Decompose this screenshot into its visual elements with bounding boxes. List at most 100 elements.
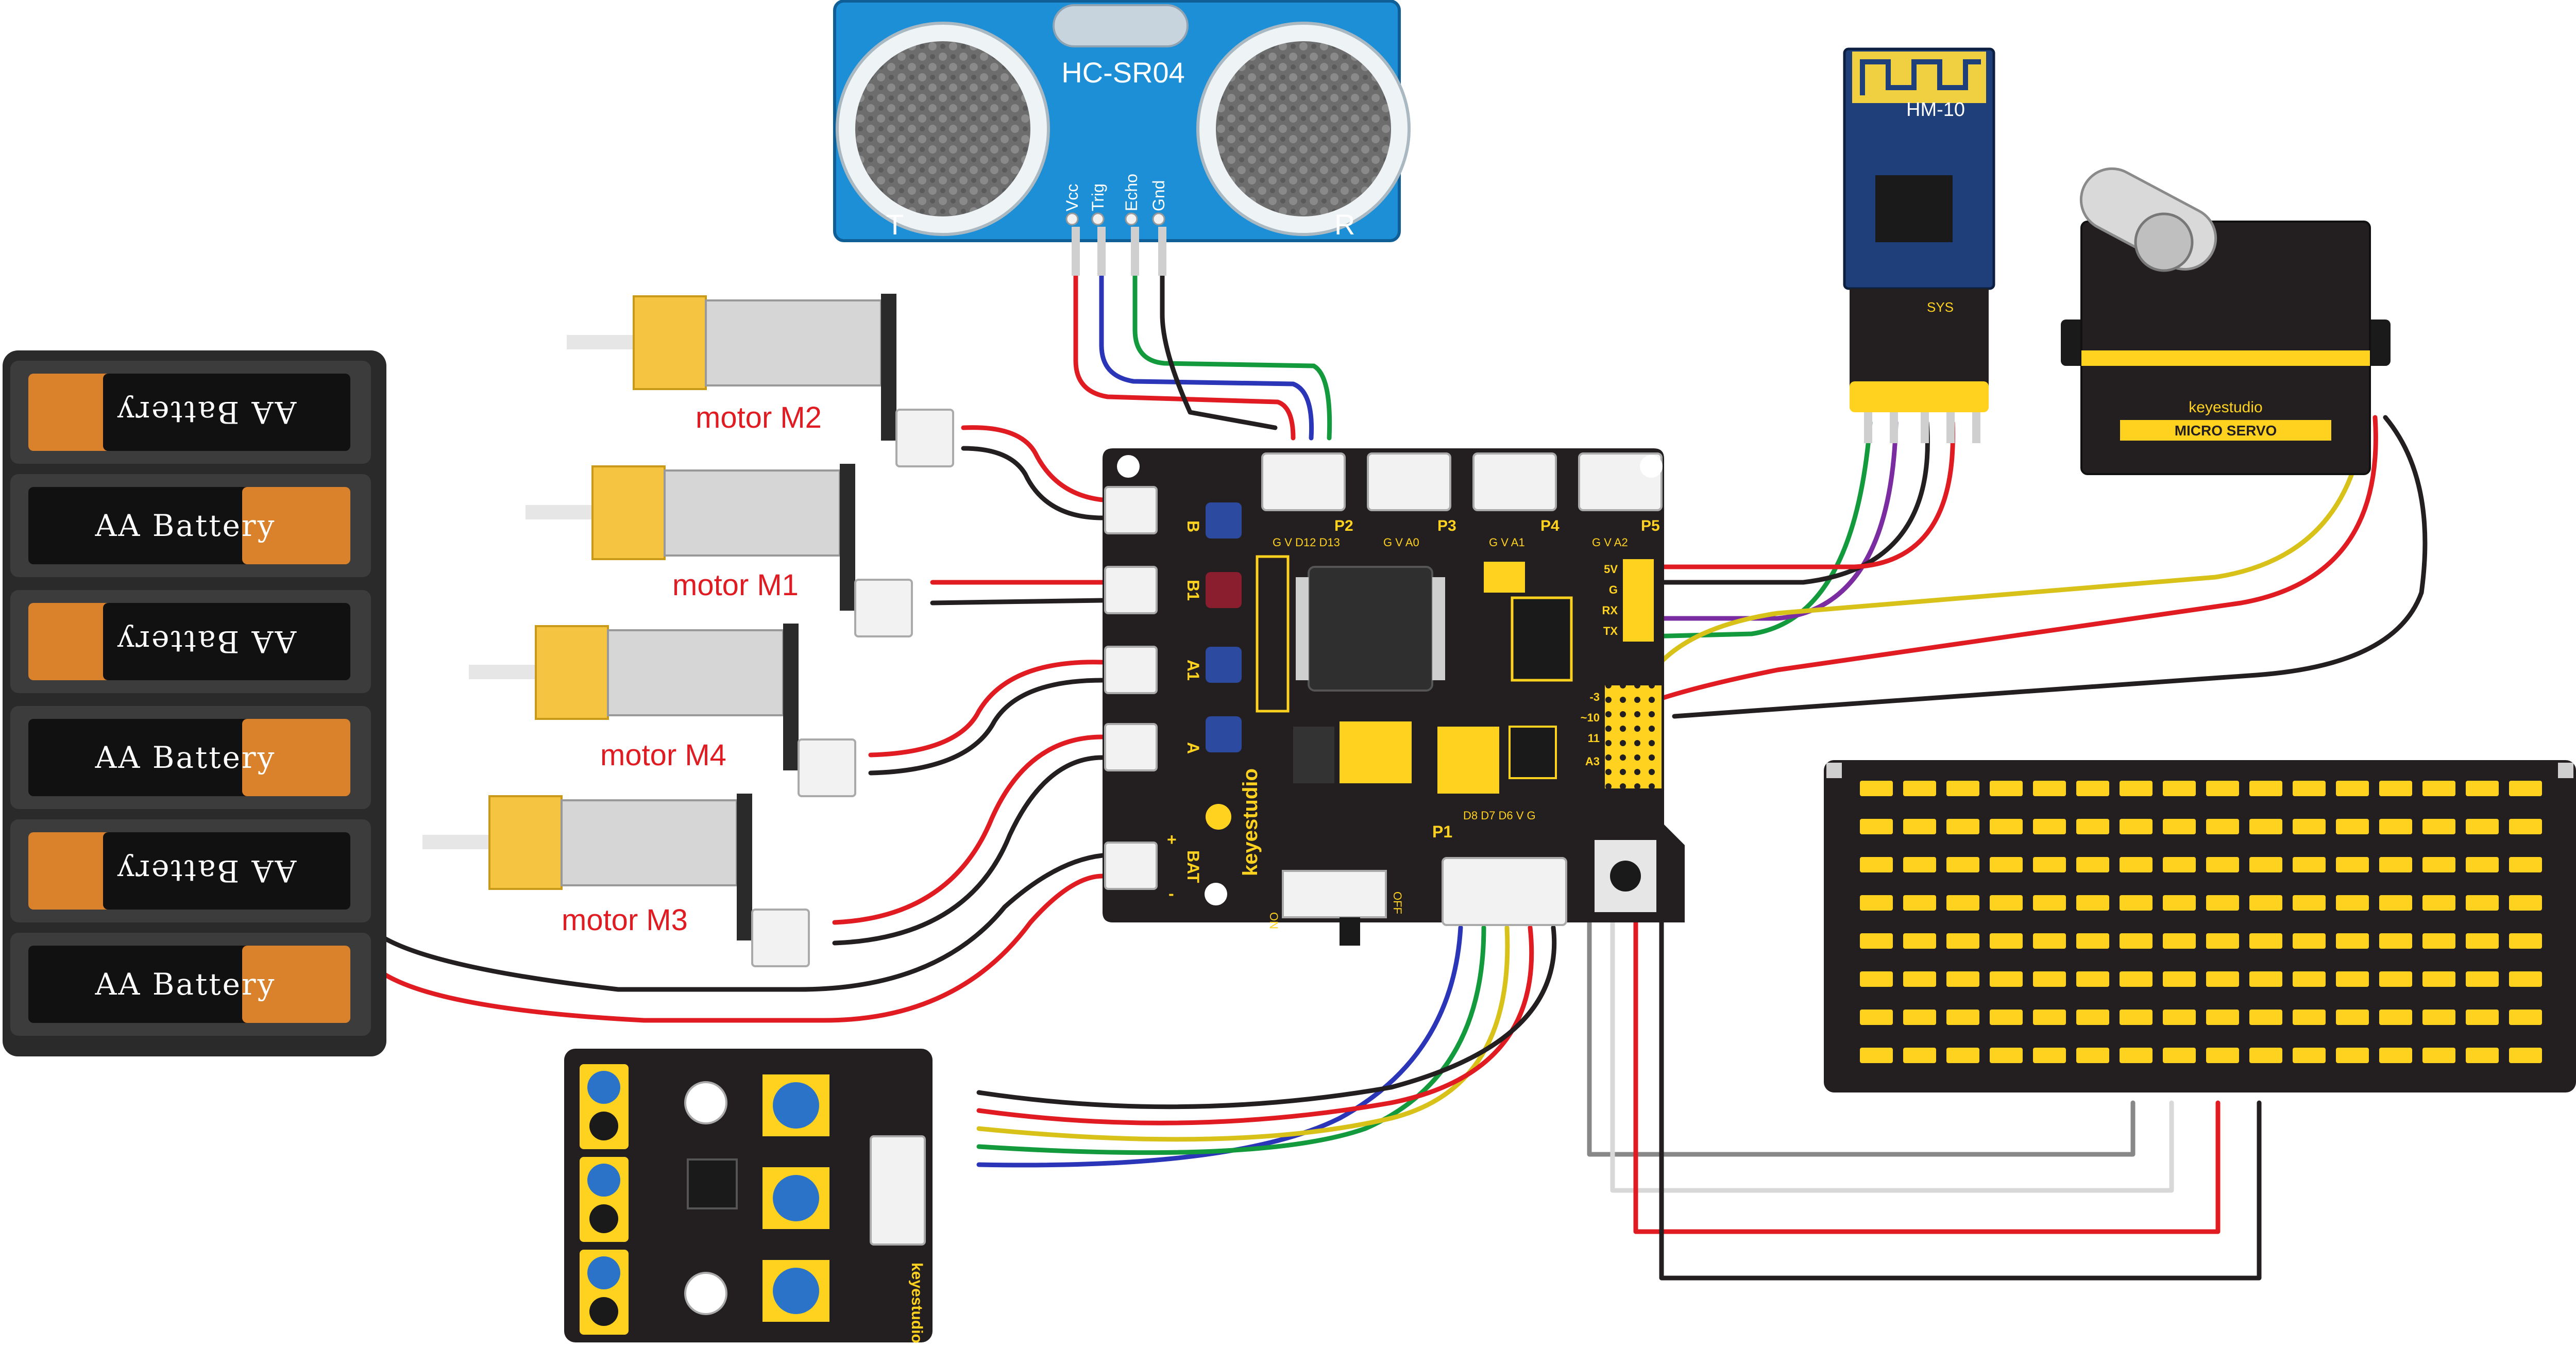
matrix-led	[2163, 933, 2196, 949]
header-p2-connector	[1261, 452, 1346, 511]
matrix-led	[2466, 933, 2499, 949]
matrix-led	[2249, 1010, 2282, 1025]
matrix-led	[2466, 819, 2499, 834]
matrix-led	[1990, 819, 2023, 834]
matrix-led	[1903, 971, 1936, 987]
led-matrix	[1824, 760, 2576, 1092]
uart-5v: 5V	[1604, 563, 1618, 576]
header-p2-pins: G V D12 D13	[1273, 536, 1340, 549]
wire-servo-red	[1651, 415, 2378, 703]
matrix-led	[2293, 1048, 2326, 1063]
matrix-led	[2293, 971, 2326, 987]
matrix-led	[2033, 819, 2066, 834]
matrix-led	[1860, 933, 1893, 949]
battery-label: AA Battery	[116, 395, 297, 430]
reset-button	[1610, 861, 1641, 892]
matrix-led	[2379, 1010, 2412, 1025]
matrix-led	[1990, 933, 2023, 949]
matrix-led	[2206, 971, 2239, 987]
matrix-led	[2076, 1048, 2109, 1063]
matrix-led	[2379, 819, 2412, 834]
matrix-led	[2076, 895, 2109, 911]
matrix-led	[2033, 1048, 2066, 1063]
matrix-led	[2379, 1048, 2412, 1063]
matrix-led	[2336, 1048, 2369, 1063]
gear-motor-icon	[422, 794, 810, 967]
matrix-led	[2336, 971, 2369, 987]
matrix-led	[1903, 895, 1936, 911]
header-p4-pins: G V A1	[1489, 536, 1525, 549]
header-p5-name: P5	[1641, 517, 1660, 534]
p1-connector	[1442, 857, 1567, 926]
gear-motor-icon	[567, 294, 954, 467]
us-pin-gnd: Gnd	[1149, 180, 1168, 211]
us-pin-vcc: Vcc	[1063, 184, 1081, 211]
matrix-led	[1946, 933, 1979, 949]
wire-matrix-black	[1659, 786, 2262, 1281]
matrix-led	[2509, 819, 2542, 834]
matrix-led	[2422, 1048, 2455, 1063]
driver-board: P2 P3 P4 P5 G V D12 D13 G V A0 G V A1 G …	[1103, 448, 1685, 946]
matrix-led	[1946, 971, 1979, 987]
ultrasonic-r-mark: R	[1334, 208, 1355, 241]
tracker-connector	[870, 1135, 926, 1246]
power-switch	[1282, 870, 1387, 918]
battery-label: AA Battery	[95, 740, 276, 775]
matrix-led	[2076, 819, 2109, 834]
ultrasonic-t-mark: T	[886, 208, 904, 241]
matrix-led	[2509, 857, 2542, 872]
matrix-led	[2466, 781, 2499, 796]
matrix-led	[2336, 933, 2369, 949]
matrix-led	[2163, 1048, 2196, 1063]
matrix-led	[2422, 781, 2455, 796]
matrix-led	[2422, 857, 2455, 872]
uart-g: G	[1609, 583, 1618, 596]
battery-cell: AA Battery	[10, 474, 371, 577]
matrix-led	[2206, 1010, 2239, 1025]
battery-label: AA Battery	[95, 967, 276, 1002]
header-p3-connector	[1367, 452, 1451, 511]
motor-label: motor M2	[696, 401, 822, 434]
matrix-led	[2033, 857, 2066, 872]
port-b1-label: B1	[1184, 580, 1202, 601]
matrix-led	[1990, 781, 2023, 796]
matrix-led	[1860, 819, 1893, 834]
matrix-led	[2206, 819, 2239, 834]
matrix-led	[2120, 971, 2153, 987]
matrix-led	[2422, 1010, 2455, 1025]
matrix-led	[2033, 1010, 2066, 1025]
matrix-led	[2509, 971, 2542, 987]
matrix-led	[2120, 1048, 2153, 1063]
wire-servo-black	[1672, 415, 2428, 719]
matrix-led	[2076, 781, 2109, 796]
wire-bat-black	[381, 853, 1105, 992]
servo-motor: keyestudio MICRO SERVO	[2061, 167, 2391, 475]
matrix-led	[2206, 781, 2239, 796]
matrix-led	[1903, 857, 1936, 872]
matrix-led	[2249, 971, 2282, 987]
matrix-led	[2379, 781, 2412, 796]
matrix-led	[2293, 819, 2326, 834]
matrix-led	[1946, 1010, 1979, 1025]
matrix-led	[2120, 819, 2153, 834]
matrix-led	[2336, 1010, 2369, 1025]
matrix-led	[2466, 1010, 2499, 1025]
wire-us-gnd	[1160, 271, 1278, 430]
wire-bat-red	[381, 873, 1105, 1023]
matrix-led	[2206, 857, 2239, 872]
motor-label: motor M4	[600, 738, 726, 772]
wire-bt-black	[1646, 420, 1930, 585]
matrix-led	[2466, 971, 2499, 987]
p1-name: P1	[1432, 822, 1452, 841]
matrix-led	[2033, 933, 2066, 949]
matrix-led	[1860, 781, 1893, 796]
motors	[422, 294, 954, 967]
matrix-led	[1903, 819, 1936, 834]
gear-motor-icon	[526, 464, 913, 637]
port-b-label: B	[1184, 520, 1202, 532]
matrix-led	[1946, 857, 1979, 872]
us-pin-echo: Echo	[1122, 174, 1141, 211]
matrix-led	[2509, 1010, 2542, 1025]
matrix-led	[2293, 895, 2326, 911]
